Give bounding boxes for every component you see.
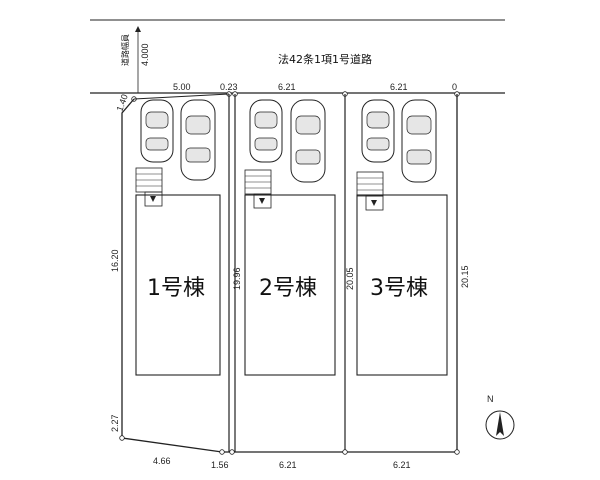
corner-cut-dim: 1.40 bbox=[114, 93, 129, 113]
frontage-dim-1: 5.00 bbox=[173, 82, 191, 92]
frontage-dim-3: 6.21 bbox=[278, 82, 296, 92]
building-3: 3号棟 bbox=[356, 194, 448, 376]
car-icon bbox=[290, 99, 326, 183]
depth-dim-lot3: 20.05 bbox=[345, 267, 355, 290]
road-label: 法42条1項1号道路 bbox=[278, 52, 372, 66]
boundary-point bbox=[219, 449, 225, 455]
frontage-dim-2: 0.23 bbox=[220, 82, 238, 92]
boundary-point bbox=[119, 435, 125, 441]
depth-dim-right: 20.15 bbox=[460, 265, 470, 288]
depth-dim-lot2: 19.96 bbox=[232, 267, 242, 290]
entrance-steps-1 bbox=[135, 167, 163, 207]
entrance-steps-2 bbox=[244, 169, 272, 209]
depth-dim-left: 16.20 bbox=[110, 249, 120, 272]
entrance-steps-3 bbox=[356, 171, 384, 211]
boundary-point bbox=[454, 449, 460, 455]
car-icon bbox=[361, 99, 395, 163]
compass-north-label: N bbox=[487, 394, 494, 404]
rear-dim-3: 6.21 bbox=[279, 460, 297, 470]
rear-dim-4: 6.21 bbox=[393, 460, 411, 470]
building-1: 1号棟 bbox=[135, 194, 221, 376]
road-width-arrowhead bbox=[135, 26, 141, 32]
rear-dim-1: 4.66 bbox=[153, 456, 171, 466]
road-width-label: 道路幅員 bbox=[120, 34, 130, 66]
road-width-value: 4.000 bbox=[140, 43, 150, 66]
building-1-label: 1号棟 bbox=[147, 276, 205, 301]
frontage-dim-5: 0 bbox=[452, 82, 457, 92]
building-2-label: 2号棟 bbox=[259, 276, 317, 301]
boundary-point bbox=[342, 449, 348, 455]
building-3-label: 3号棟 bbox=[370, 276, 428, 301]
depth-dim-left-lower: 2.27 bbox=[110, 414, 120, 432]
building-2: 2号棟 bbox=[244, 194, 336, 376]
north-compass-icon: N bbox=[485, 394, 515, 440]
frontage-dim-4: 6.21 bbox=[390, 82, 408, 92]
site-boundary-top bbox=[133, 93, 230, 100]
car-icon bbox=[249, 99, 283, 163]
rear-dim-2: 1.56 bbox=[211, 460, 229, 470]
car-icon bbox=[140, 99, 174, 163]
car-icon bbox=[401, 99, 437, 183]
car-icon bbox=[180, 99, 216, 181]
boundary-point bbox=[229, 449, 235, 455]
